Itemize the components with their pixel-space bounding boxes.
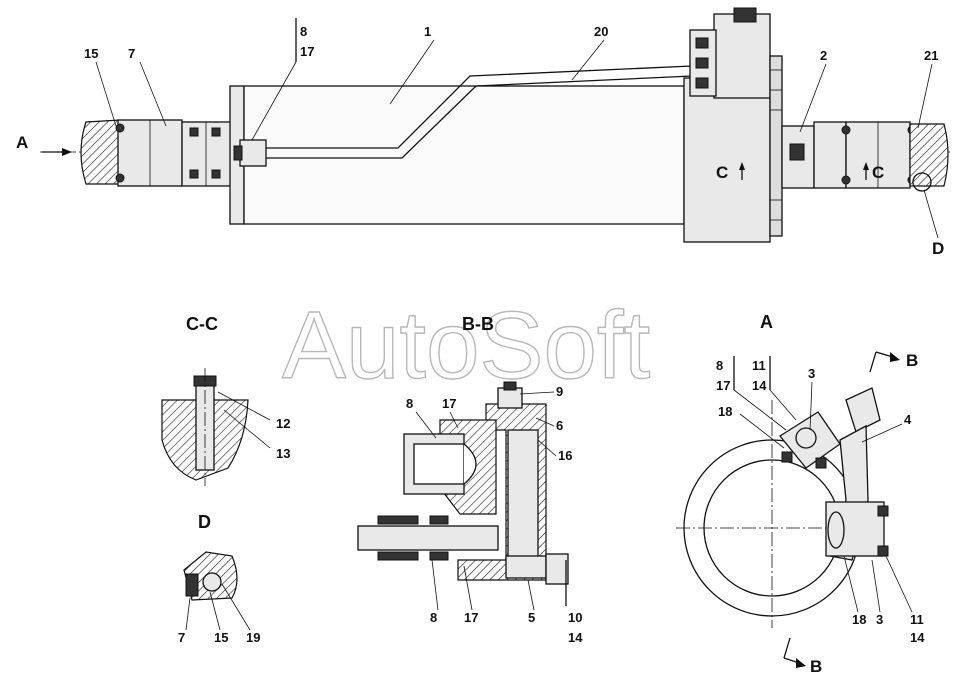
b-marker-bottom-label: B [810,657,822,676]
callout-8-a: 8 [716,358,723,373]
callout-1: 1 [424,24,431,39]
callout-14-a-bottom: 14 [910,630,925,645]
callout-4-a: 4 [904,412,912,427]
callout-6-bb: 6 [556,418,563,433]
right-head [683,77,771,243]
left-rod-end [80,119,123,185]
callout-14-a-top: 14 [752,378,767,393]
detail-d-label: D [932,239,944,258]
callout-11-a-bottom: 11 [910,612,924,627]
callout-20: 20 [594,24,608,39]
callout-16-bb: 16 [558,448,572,463]
lower-bracket [825,501,885,557]
left-fitting [239,139,267,167]
valve-block [713,13,771,99]
callout-17-bb-top: 17 [442,396,456,411]
lower-bolt [545,553,569,585]
main-assembly-view: A C C D 15 7 8 17 1 20 2 21 [16,7,950,258]
section-bb: B-B 8 17 9 6 16 8 17 5 [357,314,583,645]
b-marker-top-label: B [906,351,918,370]
callout-17-a: 17 [716,378,730,393]
callout-18-a-top: 18 [718,404,732,419]
callout-17-bb-bottom: 17 [464,610,478,625]
callout-19-d: 19 [246,630,260,645]
callout-5-bb: 5 [528,610,535,625]
right-rod-end [909,123,949,187]
cylinder-body [243,85,685,225]
callout-13: 13 [276,446,290,461]
flange-teeth [769,55,783,237]
callout-2: 2 [820,48,827,63]
tube-20-lower [266,75,693,159]
callout-8: 8 [300,24,307,39]
section-d: D 7 15 19 [178,512,260,645]
callout-8-bb-top: 8 [406,396,413,411]
watermark: AutoSoft [282,292,650,399]
arrow-a-label: A [16,133,28,152]
section-c-left-label: C [716,163,728,182]
tube-20-upper [266,65,693,149]
section-bb-title: B-B [462,314,494,334]
lower-pipe [357,525,499,551]
callout-7: 7 [128,46,135,61]
section-cc: C-C 12 13 [161,314,290,486]
callout-3-a-top: 3 [808,366,815,381]
callout-12: 12 [276,416,290,431]
callout-15-d: 15 [214,630,228,645]
callout-9-bb: 9 [556,384,563,399]
callout-3-a-bottom: 3 [876,612,883,627]
view-a: A B B 8 17 11 14 3 [676,312,925,676]
callout-15: 15 [84,46,98,61]
callout-7-d: 7 [178,630,185,645]
callout-21: 21 [924,48,938,63]
section-d-title: D [198,512,211,532]
callout-17: 17 [300,44,314,59]
section-c-right-label: C [872,163,884,182]
callout-11-a-top: 11 [752,358,766,373]
section-bb-bore [507,429,539,561]
callout-18-a-bottom: 18 [852,612,866,627]
view-a-title: A [760,312,773,332]
detail-d-circle [912,172,932,192]
callout-8-bb-bottom: 8 [430,610,437,625]
arm-4-head [845,387,881,433]
callout-14-bb: 14 [568,630,583,645]
callout-10-bb: 10 [568,610,582,625]
section-d-ring [202,572,222,592]
section-cc-title: C-C [186,314,218,334]
